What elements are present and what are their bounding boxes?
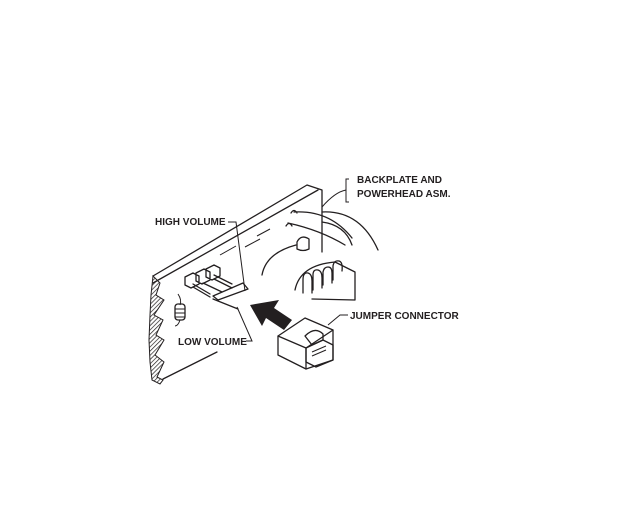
leader-lines [228, 178, 349, 342]
label-high-volume: HIGH VOLUME [155, 217, 226, 228]
powerhead [261, 209, 379, 301]
backplate [148, 184, 323, 385]
label-backplate-line2: POWERHEAD ASM. [357, 189, 451, 200]
resistor [174, 293, 186, 327]
label-low-volume: LOW VOLUME [178, 337, 247, 348]
insert-arrow [250, 300, 292, 330]
header-pins [184, 264, 249, 310]
jumper-connector [277, 317, 334, 370]
label-jumper-connector: JUMPER CONNECTOR [350, 311, 459, 322]
label-backplate-line1: BACKPLATE AND [357, 175, 442, 186]
